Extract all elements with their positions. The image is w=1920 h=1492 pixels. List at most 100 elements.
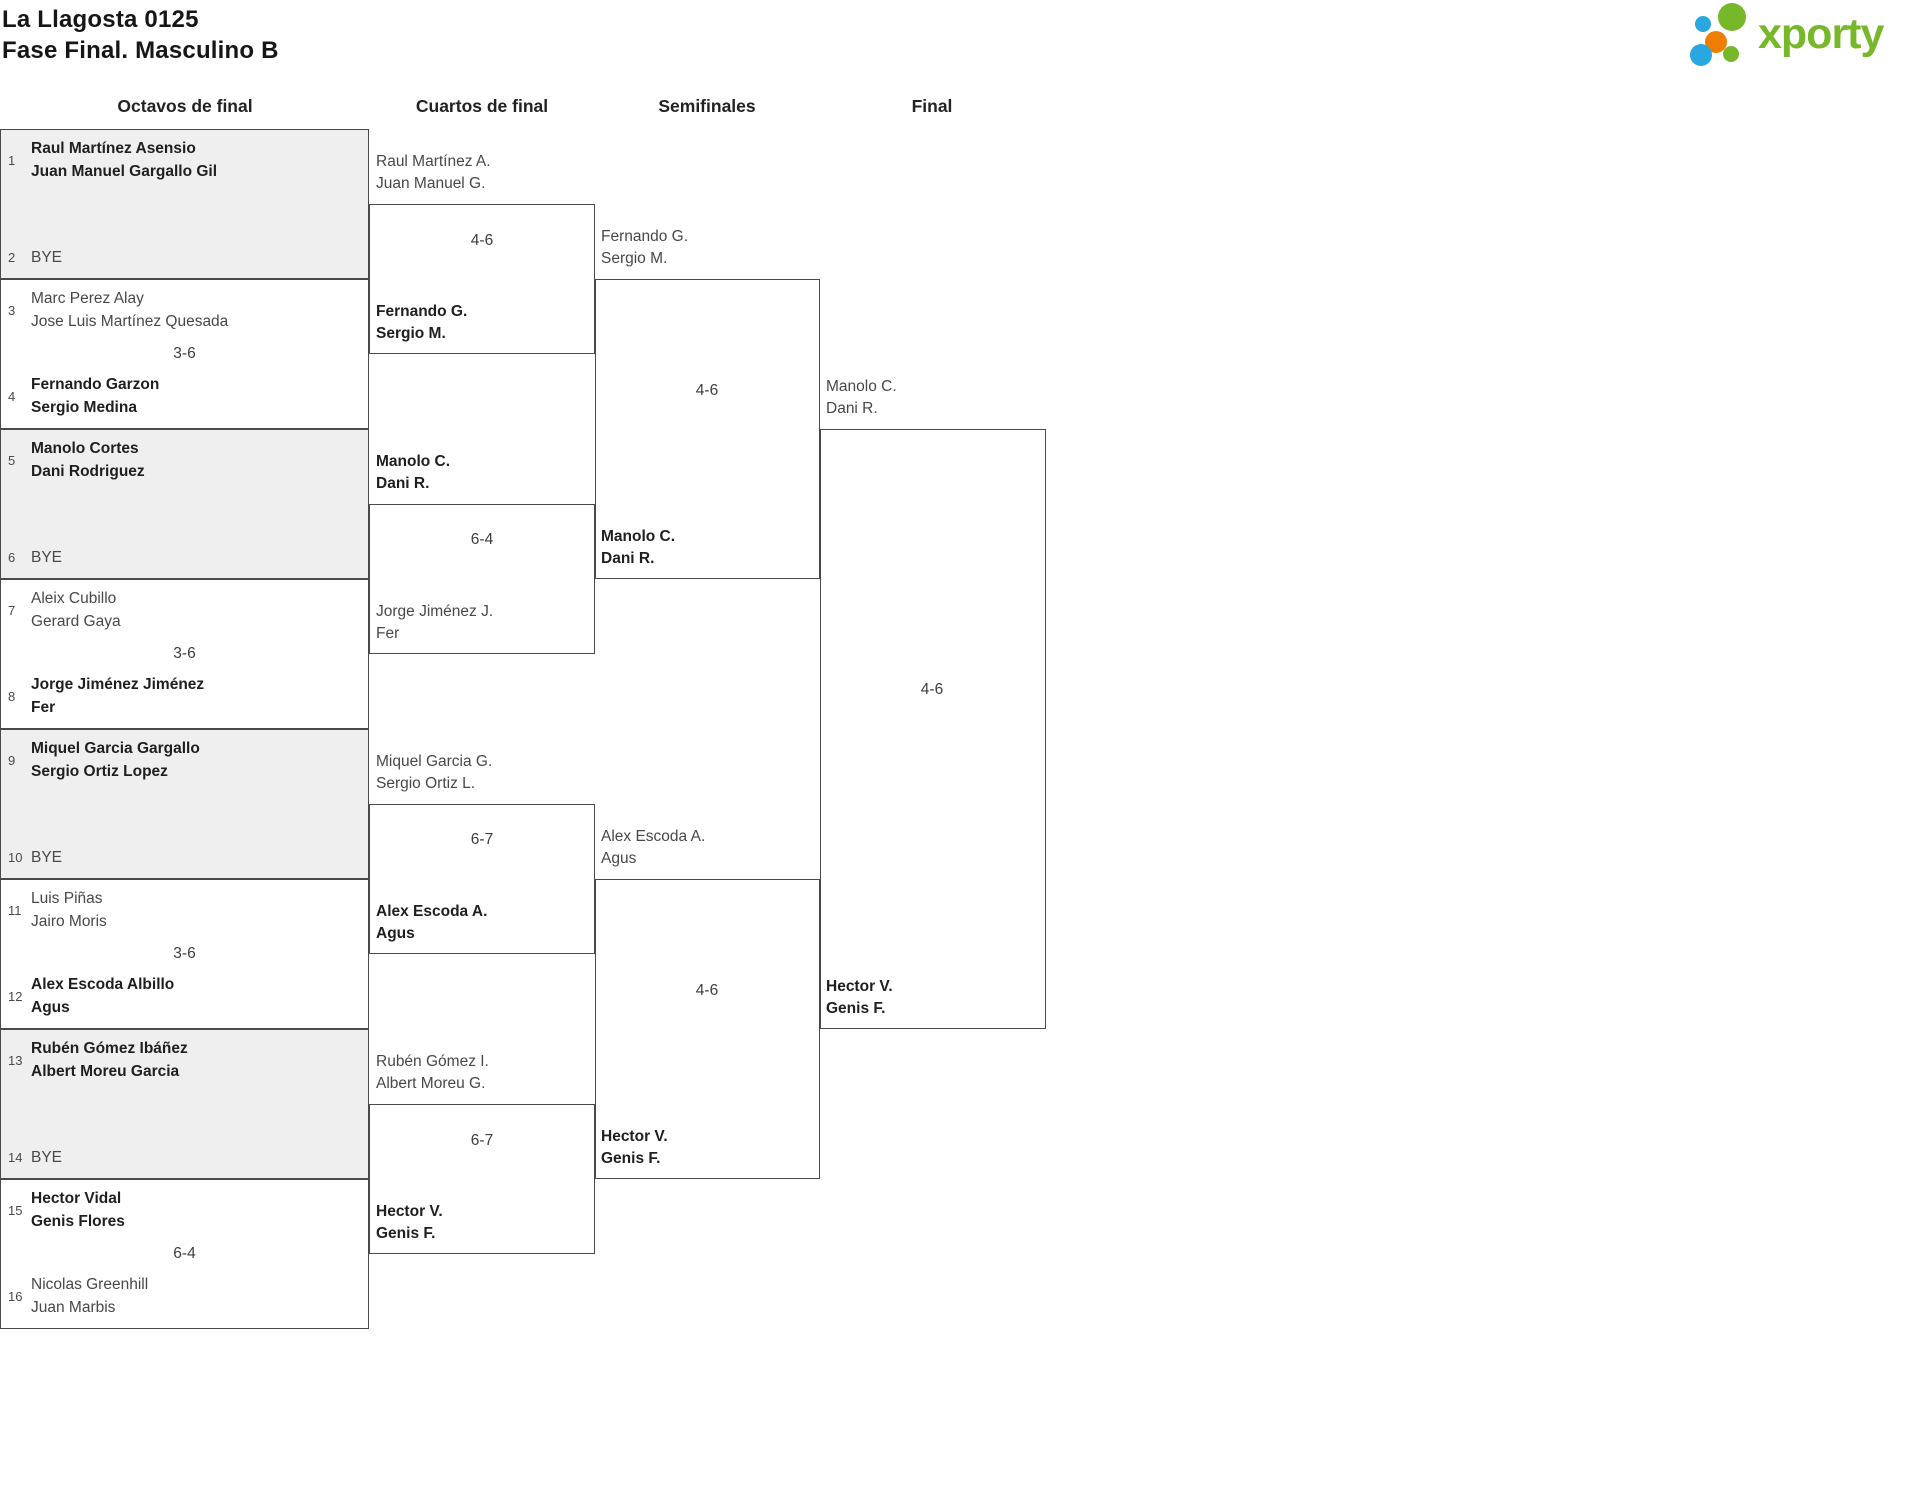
qf2-team-bottom: Jorge Jiménez J. Fer: [376, 601, 493, 645]
sf1-score: 4-6: [695, 382, 719, 399]
seed-number: 9: [8, 752, 16, 768]
qf1-team-bottom: Fernando G. Sergio M.: [376, 301, 467, 345]
player-1: Fernando Garzon: [31, 376, 160, 393]
final-team-bottom: Hector V. Genis F.: [826, 976, 893, 1020]
team-names: Manolo Cortes Dani Rodriguez: [31, 437, 368, 483]
player-1: BYE: [31, 549, 63, 566]
player-1: Marc Perez Alay: [31, 290, 144, 307]
sf2-score: 4-6: [695, 982, 719, 999]
team-slot: 10 BYE: [1, 846, 368, 869]
seed-number: 3: [8, 302, 16, 318]
team-names: Miquel Garcia Gargallo Sergio Ortiz Lope…: [31, 737, 368, 783]
qf2-team-top: Manolo C. Dani R.: [376, 451, 450, 495]
team-names: Jorge Jiménez Jiménez Fer: [31, 673, 368, 719]
player-1: Luis Piñas: [31, 890, 103, 907]
qf4-team-top: Rubén Gómez I. Albert Moreu G.: [376, 1051, 489, 1095]
r16-match-8: 15 Hector Vidal Genis Flores 6-4 16 Nico…: [0, 1179, 369, 1329]
seed-number: 10: [8, 850, 23, 865]
player-1: BYE: [31, 849, 63, 866]
team-names: Fernando Garzon Sergio Medina: [31, 373, 368, 419]
r16-match-6: 11 Luis Piñas Jairo Moris 3-6 12 Alex Es…: [0, 879, 369, 1029]
match-score: 3-6: [173, 945, 196, 962]
team-slot: 13 Rubén Gómez Ibáñez Albert Moreu Garci…: [1, 1037, 368, 1083]
r16-match-1: 1 Raul Martínez Asensio Juan Manuel Garg…: [0, 129, 369, 279]
sf1-team-top: Fernando G. Sergio M.: [601, 226, 688, 270]
seed-number: 5: [8, 452, 16, 468]
final-match-box: [820, 429, 1046, 1029]
player-1: Manolo Cortes: [31, 440, 139, 457]
match-score: 6-4: [173, 1245, 196, 1262]
team-names: Marc Perez Alay Jose Luis Martínez Quesa…: [31, 287, 368, 333]
player-2: Sergio Medina: [31, 399, 137, 416]
team-slot: 8 Jorge Jiménez Jiménez Fer: [1, 673, 368, 719]
seed-number: 1: [8, 152, 16, 168]
player-2: Juan Manuel G.: [376, 175, 486, 192]
player-2: Jose Luis Martínez Quesada: [31, 313, 229, 330]
player-2: Gerard Gaya: [31, 613, 121, 630]
qf4-score: 6-7: [470, 1132, 494, 1149]
match-score: 3-6: [173, 645, 196, 662]
qf2-score: 6-4: [470, 531, 494, 548]
player-2: Albert Moreu G.: [376, 1075, 486, 1092]
player-2: Dani R.: [826, 400, 878, 417]
qf-match-2-box: [369, 504, 595, 654]
round-header-final: Final: [911, 96, 953, 116]
player-2: Sergio M.: [376, 325, 446, 342]
team-slot: 4 Fernando Garzon Sergio Medina: [1, 373, 368, 419]
team-names: Luis Piñas Jairo Moris: [31, 887, 368, 933]
r16-match-3: 5 Manolo Cortes Dani Rodriguez 6 BYE: [0, 429, 369, 579]
qf1-team-top: Raul Martínez A. Juan Manuel G.: [376, 151, 491, 195]
team-slot: 12 Alex Escoda Albillo Agus: [1, 973, 368, 1019]
team-names: Aleix Cubillo Gerard Gaya: [31, 587, 368, 633]
qf4-team-bottom: Hector V. Genis F.: [376, 1201, 443, 1245]
seed-number: 2: [8, 250, 16, 265]
r16-match-4: 7 Aleix Cubillo Gerard Gaya 3-6 8 Jorge …: [0, 579, 369, 729]
sf-match-2-box: [595, 879, 820, 1179]
qf3-score: 6-7: [470, 831, 494, 848]
player-2: Genis F.: [376, 1225, 436, 1242]
qf3-team-bottom: Alex Escoda A. Agus: [376, 901, 487, 945]
player-1: Hector Vidal: [31, 1190, 122, 1207]
player-1: Alex Escoda A.: [601, 828, 706, 845]
player-1: Fernando G.: [376, 303, 468, 320]
team-slot: 6 BYE: [1, 546, 368, 569]
player-2: Sergio Ortiz Lopez: [31, 763, 168, 780]
team-slot: 9 Miquel Garcia Gargallo Sergio Ortiz Lo…: [1, 737, 368, 783]
team-slot: 15 Hector Vidal Genis Flores: [1, 1187, 368, 1233]
player-1: Raul Martínez Asensio: [31, 140, 196, 157]
team-slot: 3 Marc Perez Alay Jose Luis Martínez Que…: [1, 287, 368, 333]
player-1: Alex Escoda Albillo: [31, 976, 175, 993]
team-slot: 2 BYE: [1, 246, 368, 269]
xporty-logo[interactable]: xporty: [1688, 2, 1884, 66]
seed-number: 14: [8, 1150, 23, 1165]
player-2: Dani Rodriguez: [31, 463, 145, 480]
player-2: Jairo Moris: [31, 913, 107, 930]
player-1: Hector V.: [826, 978, 893, 995]
player-1: Hector V.: [376, 1203, 443, 1220]
player-1: Miquel Garcia Gargallo: [31, 740, 200, 757]
player-2: Fer: [376, 625, 400, 642]
player-2: Fer: [31, 699, 56, 716]
sf2-team-bottom: Hector V. Genis F.: [601, 1126, 668, 1170]
round-header-semifinales: Semifinales: [658, 96, 756, 116]
sf-match-1-box: [595, 279, 820, 579]
team-slot: 11 Luis Piñas Jairo Moris: [1, 887, 368, 933]
seed-number: 11: [8, 902, 22, 918]
seed-number: 13: [8, 1052, 23, 1068]
player-1: Raul Martínez A.: [376, 153, 491, 170]
match-score: 3-6: [173, 345, 196, 362]
r16-match-2: 3 Marc Perez Alay Jose Luis Martínez Que…: [0, 279, 369, 429]
team-slot: 14 BYE: [1, 1146, 368, 1169]
seed-number: 15: [8, 1202, 23, 1218]
team-names: BYE: [31, 246, 368, 269]
team-names: Hector Vidal Genis Flores: [31, 1187, 368, 1233]
team-names: Nicolas Greenhill Juan Marbis: [31, 1273, 368, 1319]
final-score: 4-6: [920, 681, 944, 698]
final-team-top: Manolo C. Dani R.: [826, 376, 897, 420]
sf1-team-bottom: Manolo C. Dani R.: [601, 526, 675, 570]
player-1: Fernando G.: [601, 228, 689, 245]
player-2: Dani R.: [601, 550, 655, 567]
seed-number: 12: [8, 988, 23, 1004]
player-1: Manolo C.: [601, 528, 676, 545]
